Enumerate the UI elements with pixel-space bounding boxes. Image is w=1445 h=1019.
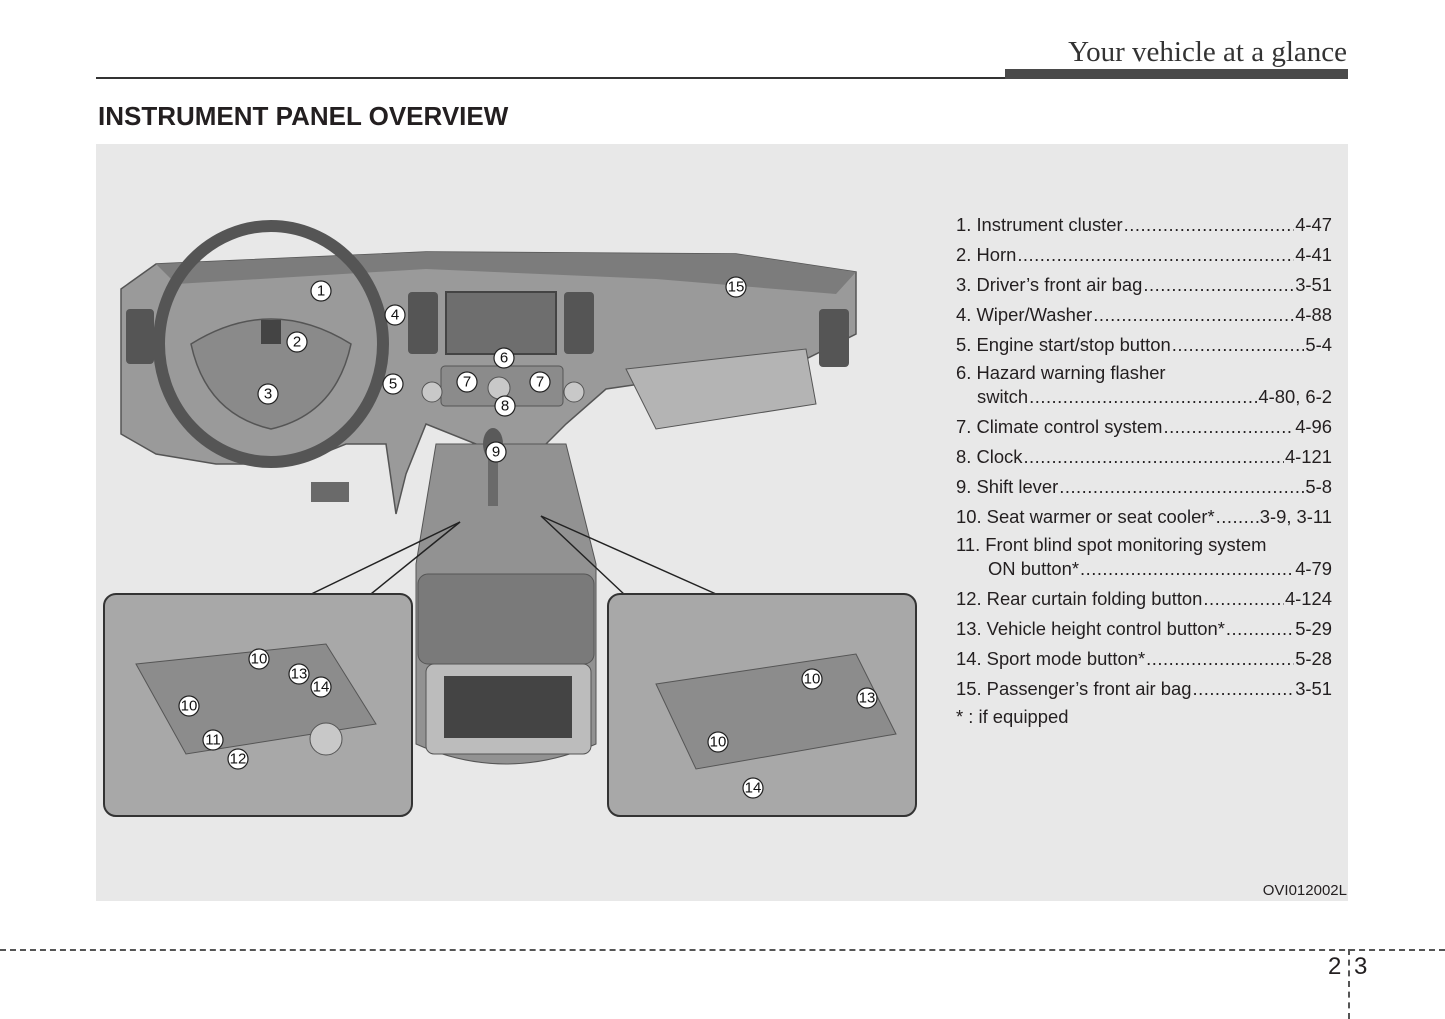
callout-15: 15 [725, 276, 747, 298]
left-inset-callout-11: 11 [202, 729, 224, 751]
legend-item: 9. Shift lever 5-8 [956, 474, 1332, 498]
dashboard-top [156, 252, 856, 294]
legend-item: 15. Passenger’s front air bag 3-51 [956, 676, 1332, 700]
svg-text:1: 1 [317, 283, 325, 300]
footer-divider [1348, 949, 1350, 1019]
legend-item: 1. Instrument cluster4-47 [956, 212, 1332, 236]
svg-text:10: 10 [251, 651, 268, 668]
callout-3: 3 [257, 383, 279, 405]
callout-2: 2 [286, 331, 308, 353]
footer-rule [0, 949, 1445, 951]
svg-text:2: 2 [293, 334, 301, 351]
svg-text:10: 10 [181, 698, 198, 715]
svg-text:13: 13 [291, 666, 308, 683]
center-display [445, 291, 557, 355]
steering-hub [190, 318, 352, 430]
legend-item: 5. Engine start/stop button 5-4 [956, 332, 1332, 356]
svg-text:11: 11 [205, 732, 221, 749]
svg-text:12: 12 [230, 751, 247, 768]
left-inset-callout-12: 12 [227, 748, 249, 770]
right-inset-callout-13: 13 [856, 687, 878, 709]
legend-item: 7. Climate control system4-96 [956, 414, 1332, 438]
left-vent [126, 309, 154, 364]
callout-7b: 7 [529, 371, 551, 393]
legend-item: 13. Vehicle height control button*5-29 [956, 616, 1332, 640]
callout-4: 4 [384, 304, 406, 326]
running-header: Your vehicle at a glance [1068, 36, 1347, 68]
svg-text:8: 8 [501, 398, 509, 415]
right-inset-callout-10a: 10 [801, 668, 823, 690]
svg-text:3: 3 [264, 386, 272, 403]
left-inset-callout-14: 14 [310, 676, 332, 698]
left-inset-callout-13: 13 [288, 663, 310, 685]
svg-text:5: 5 [389, 376, 397, 393]
callout-1: 1 [310, 280, 332, 302]
svg-text:14: 14 [313, 679, 330, 696]
right-inset-callout-10b: 10 [707, 731, 729, 753]
header-accent-bar [1005, 69, 1348, 79]
svg-text:13: 13 [859, 690, 876, 707]
svg-text:14: 14 [745, 780, 762, 797]
center-logo [261, 320, 281, 344]
legend-item: 8. Clock 4-121 [956, 444, 1332, 468]
svg-text:6: 6 [500, 350, 508, 367]
svg-text:9: 9 [492, 444, 500, 461]
legend-item: 10. Seat warmer or seat cooler* 3-9, 3-1… [956, 504, 1332, 528]
right-inset-callout-14: 14 [742, 777, 764, 799]
callout-8: 8 [494, 395, 516, 417]
section-heading: INSTRUMENT PANEL OVERVIEW [98, 101, 509, 131]
console-lid [417, 573, 595, 665]
legend-item: 14. Sport mode button* 5-28 [956, 646, 1332, 670]
steering-wheel [153, 220, 389, 468]
svg-text:15: 15 [728, 279, 745, 296]
callout-9: 9 [485, 441, 507, 463]
center-vent-left [408, 292, 438, 354]
svg-text:4: 4 [391, 307, 399, 324]
right-vent [819, 309, 849, 367]
legend-item: 11. Front blind spot monitoring system O… [956, 534, 1332, 580]
callout-6: 6 [493, 347, 515, 369]
legend-item: 3. Driver’s front air bag3-51 [956, 272, 1332, 296]
callout-5: 5 [382, 373, 404, 395]
figure-code: OVI012002L [1262, 882, 1347, 899]
page-number: 3 [1354, 953, 1368, 980]
legend-item: 4. Wiper/Washer4-88 [956, 302, 1332, 326]
header-rule [96, 77, 1348, 79]
instrument-panel-illustration: 1 2 3 4 5 6 7 7 8 9 15 10 13 14 10 11 12… [103, 220, 917, 817]
svg-text:10: 10 [804, 671, 821, 688]
legend-item: 6. Hazard warning flasher switch 4-80, 6… [956, 362, 1332, 408]
svg-text:10: 10 [710, 734, 727, 751]
component-legend: 1. Instrument cluster4-47 2. Horn 4-41 3… [956, 212, 1332, 728]
footnote: * : if equipped [956, 706, 1069, 727]
left-inset-callout-10b: 10 [178, 695, 200, 717]
center-vent-right [564, 292, 594, 354]
svg-text:7: 7 [463, 374, 471, 391]
svg-text:7: 7 [536, 374, 544, 391]
callout-7a: 7 [456, 371, 478, 393]
glovebox [625, 348, 817, 430]
chapter-number: 2 [1328, 953, 1342, 980]
legend-item: 2. Horn 4-41 [956, 242, 1332, 266]
pedal [311, 482, 349, 502]
legend-item: 12. Rear curtain folding button 4-124 [956, 586, 1332, 610]
left-inset-callout-10a: 10 [248, 648, 270, 670]
